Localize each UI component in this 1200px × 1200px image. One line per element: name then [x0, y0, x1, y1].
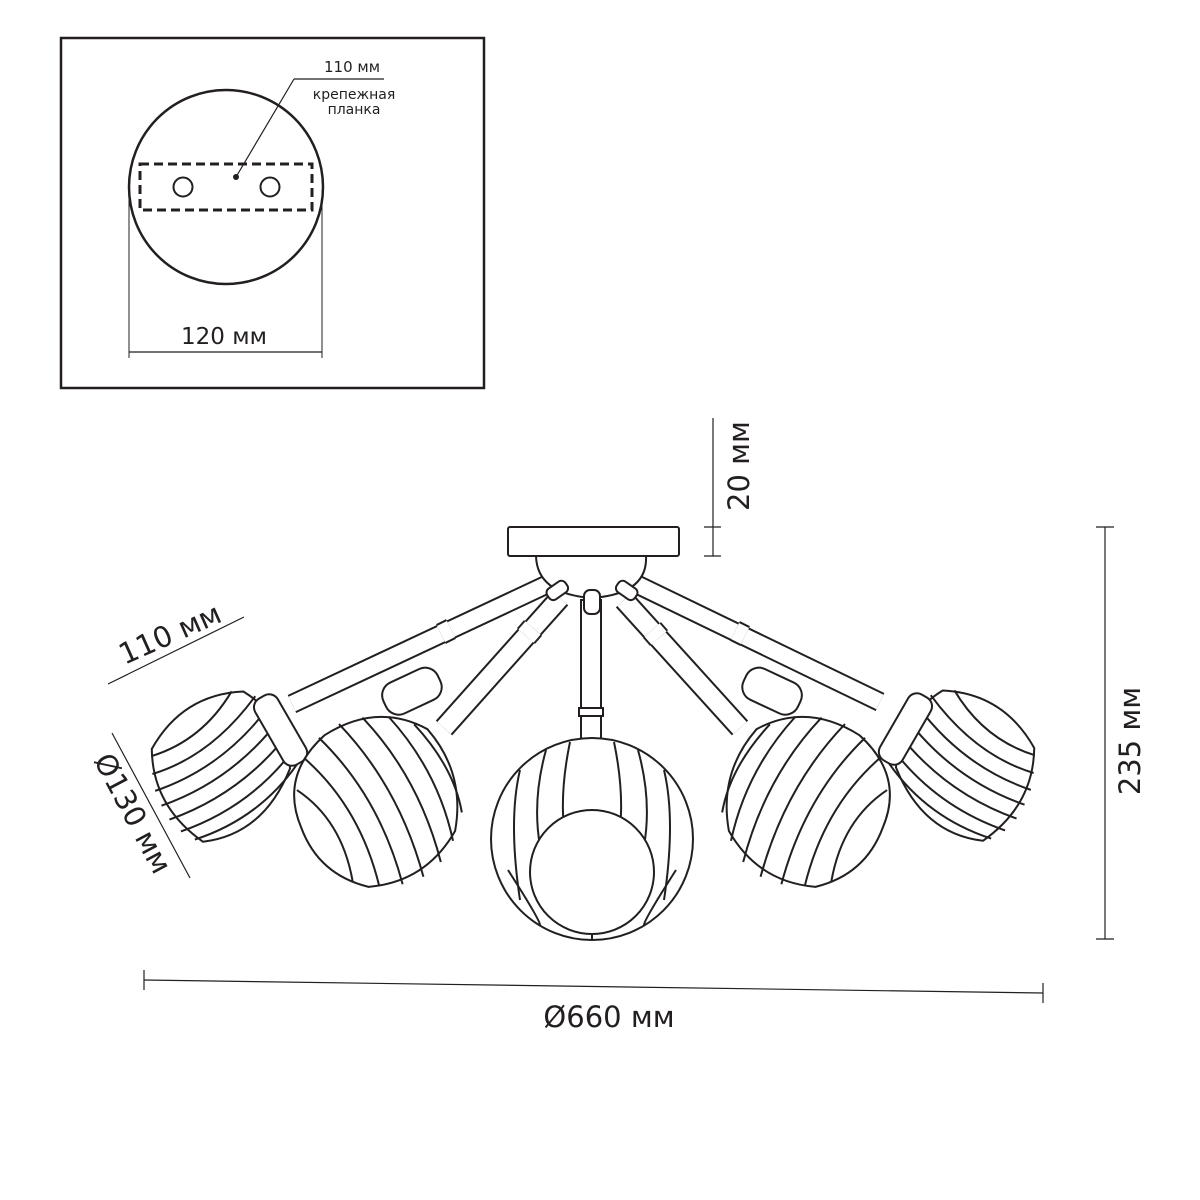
center-bulb — [529, 809, 655, 935]
arm-far-right — [631, 574, 885, 712]
canopy-circle — [127, 88, 325, 286]
total-diameter-label: Ø660 мм — [543, 1000, 674, 1034]
arm-right — [615, 592, 749, 736]
total-height-label: 235 мм — [1113, 687, 1147, 795]
plate-leader-line — [235, 78, 295, 178]
joint-right — [614, 579, 639, 602]
shade-center — [490, 737, 694, 941]
canopy-width-label: 120 мм — [181, 324, 267, 350]
shade-left — [293, 666, 463, 888]
canopy-top-view-inset: 110 мм крепежная планка 120 мм — [59, 36, 486, 390]
plate-spacing-label: 110 мм — [324, 58, 380, 76]
main-dimensions — [107, 418, 1114, 1003]
mounting-hole-left — [172, 176, 194, 198]
canopy-plate — [507, 526, 680, 557]
lamp-side-view — [150, 526, 1036, 941]
mounting-hole-right — [259, 176, 281, 198]
shade-far-right — [877, 689, 1036, 842]
plate-name-line2: планка — [328, 102, 381, 118]
canopy-height-label: 20 мм — [722, 421, 756, 511]
inset-frame — [59, 36, 486, 390]
mounting-plate — [138, 162, 314, 212]
arm-center — [578, 599, 604, 751]
joint-center — [583, 589, 601, 615]
total-diameter-dim-line — [143, 979, 1044, 994]
joint-left — [545, 579, 570, 602]
shade-length-label: 110 мм — [114, 596, 227, 671]
shade-far-left — [150, 690, 309, 843]
arm-left — [435, 590, 569, 736]
shade-diameter-dim-line — [111, 732, 191, 879]
shade-length-dim-line — [107, 616, 245, 685]
plate-name-line1: крепежная — [313, 87, 396, 103]
shade-right — [721, 666, 891, 888]
arm-far-left — [287, 574, 553, 714]
